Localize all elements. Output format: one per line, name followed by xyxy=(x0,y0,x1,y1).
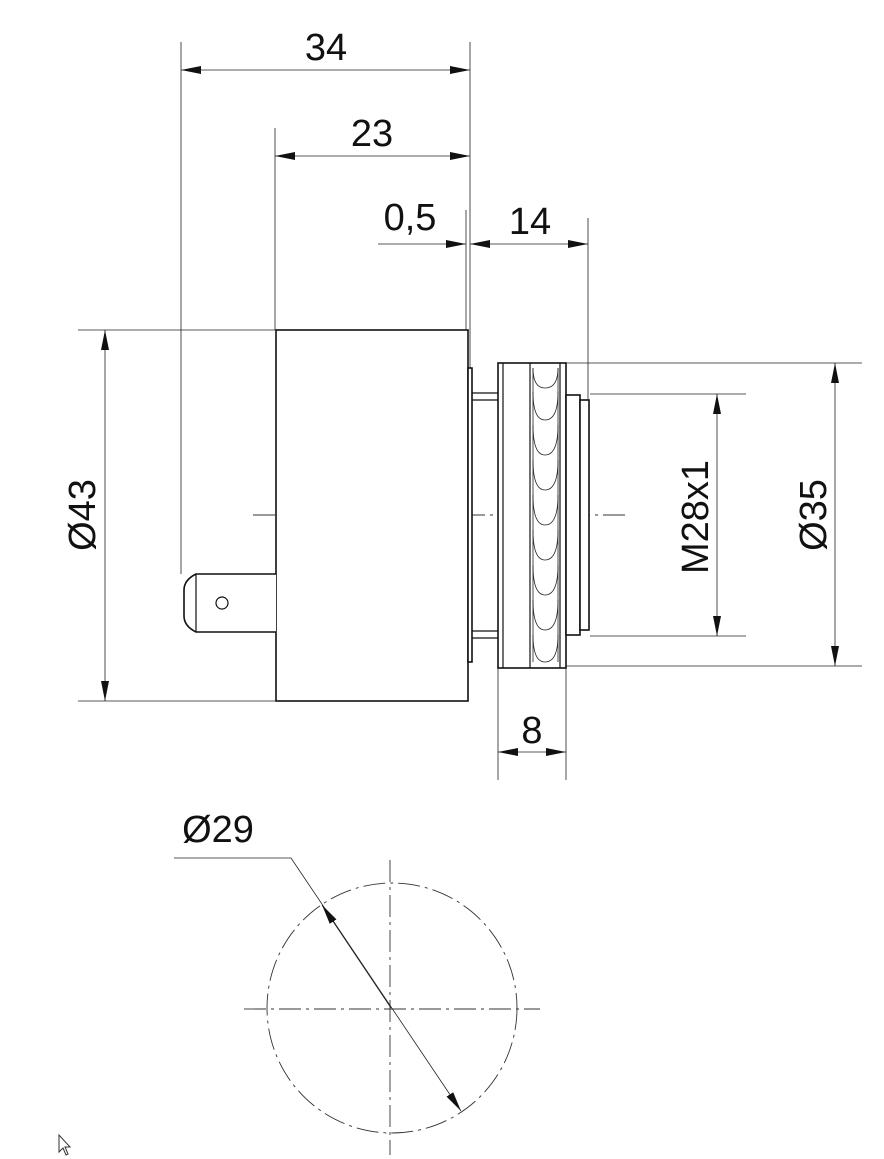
panel-cutout-view: Ø29 xyxy=(174,809,540,1155)
dimensions: 34 23 0,5 14 Ø43 M28x1 Ø35 8 xyxy=(62,27,862,780)
lamp-body xyxy=(275,329,469,702)
dim-overall-length: 34 xyxy=(305,27,347,69)
cutout-leader-line xyxy=(174,857,462,1112)
lamp-flange xyxy=(467,367,473,663)
dim-nut-diameter: Ø35 xyxy=(793,479,835,551)
dim-panel-cutout-diameter: Ø29 xyxy=(182,809,254,851)
thread-end xyxy=(565,394,590,636)
terminal-tab xyxy=(183,573,276,633)
dim-thread-spec: M28x1 xyxy=(675,460,717,574)
dim-gap: 0,5 xyxy=(384,197,437,239)
dim-body-diameter: Ø43 xyxy=(62,479,104,551)
terminal-hole xyxy=(215,596,229,610)
thread-stem xyxy=(472,392,498,639)
dim-body-length: 23 xyxy=(351,113,393,155)
nut-knurling xyxy=(532,367,559,663)
panel-cutout-circle xyxy=(266,882,518,1134)
dim-thread-length: 14 xyxy=(509,201,551,243)
dim-nut-width: 8 xyxy=(521,710,542,752)
mouse-pointer-icon xyxy=(58,1133,72,1156)
lamp-nut xyxy=(497,362,567,669)
side-view xyxy=(183,329,630,702)
